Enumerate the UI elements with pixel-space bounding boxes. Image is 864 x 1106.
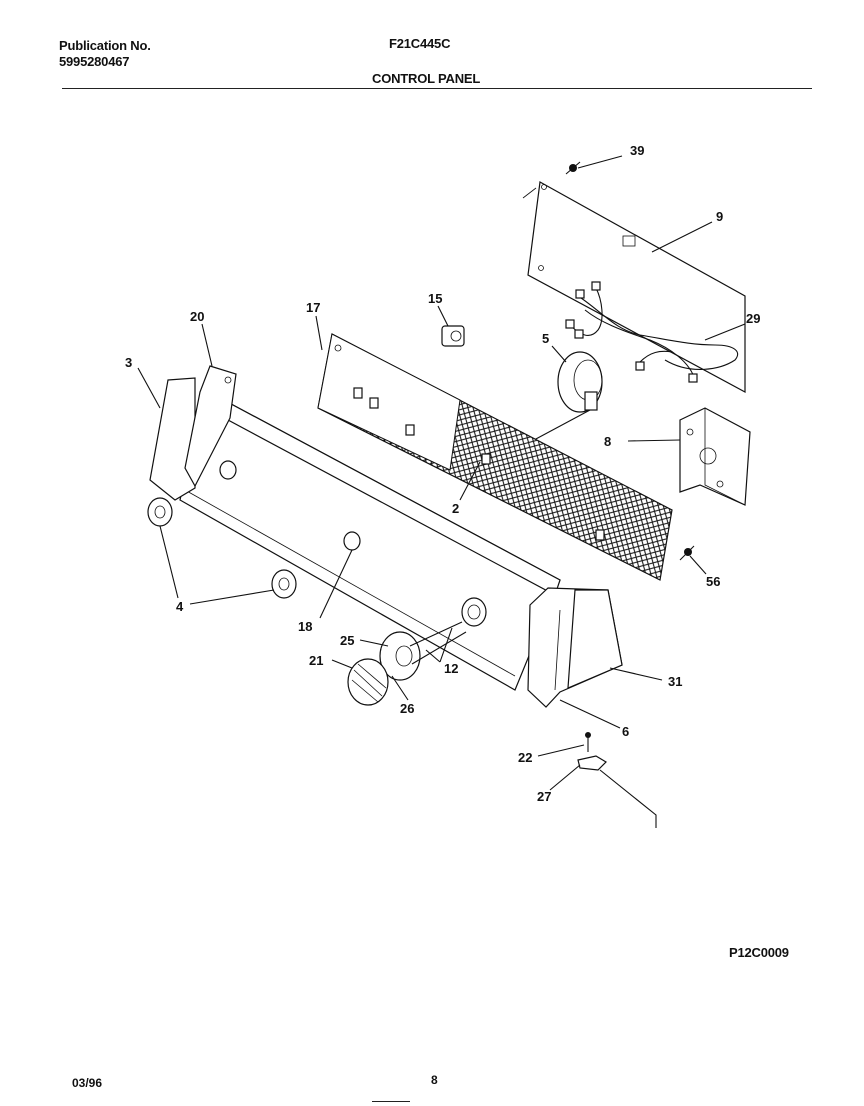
callout-9: 9 [716,209,723,224]
callout-17: 17 [306,300,320,315]
publication-number: 5995280467 [59,54,130,69]
callout-5: 5 [542,331,549,346]
right-end-cap [527,587,623,708]
selector-switch [533,351,603,441]
callout-6: 6 [622,724,629,739]
shaft-12 [409,621,467,665]
callout-12: 12 [444,661,458,676]
callout-15: 15 [428,291,442,306]
mesh-back-panel [317,333,673,581]
callout-20: 20 [190,309,204,324]
callout-8: 8 [604,434,611,449]
callout-27: 27 [537,789,551,804]
callout-21: 21 [309,653,323,668]
timer-box [679,407,751,506]
page-number: 8 [431,1073,438,1087]
callout-39: 39 [630,143,644,158]
screw-39 [565,161,581,175]
timer-knob-21 [347,658,389,706]
callout-31: 31 [668,674,682,689]
publication-label: Publication No. [59,38,151,53]
wiring-harness [565,281,739,383]
section-title: CONTROL PANEL [372,71,481,86]
diagram-code: P12C0009 [729,945,789,960]
callout-2: 2 [452,501,459,516]
callout-56: 56 [706,574,720,589]
left-end-cap [149,365,237,501]
knob-4-lower [271,569,297,599]
callout-22: 22 [518,750,532,765]
callout-labels: 39 9 29 15 17 20 3 5 8 2 4 56 18 25 21 1… [125,143,760,804]
callout-4: 4 [176,599,184,614]
callout-29: 29 [746,311,760,326]
model-number: F21C445C [389,36,451,51]
timer-dial-25 [379,631,421,681]
callout-26: 26 [400,701,414,716]
screw-56 [679,545,695,561]
leader-lines [137,155,746,791]
knob-4-upper [147,497,173,527]
callout-25: 25 [340,633,354,648]
clip-27 [577,732,657,828]
callout-18: 18 [298,619,312,634]
header-rule [62,88,812,89]
connector-15 [441,325,465,347]
footer-rule [372,1101,410,1102]
footer-date: 03/96 [72,1076,103,1090]
callout-3: 3 [125,355,132,370]
rear-bracket-plate [522,181,746,394]
